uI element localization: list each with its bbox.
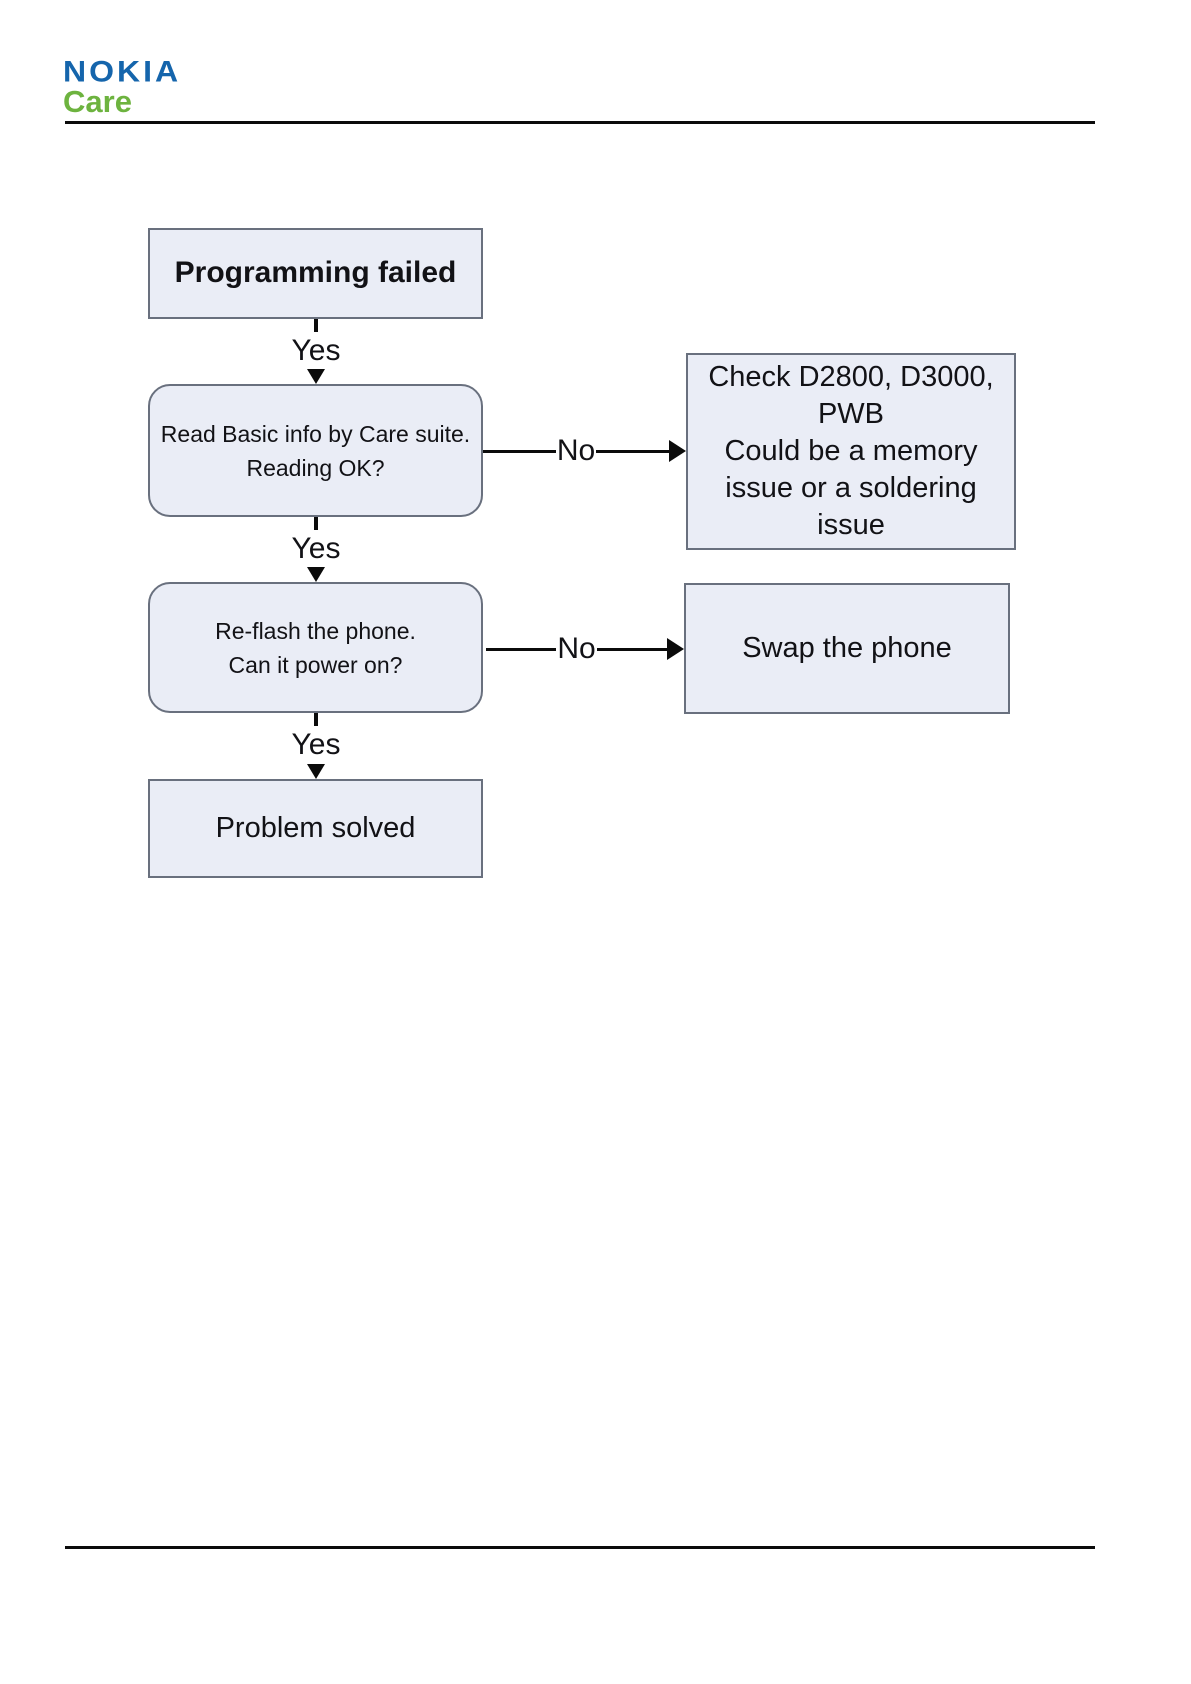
node-programming-failed: Programming failed xyxy=(148,228,483,319)
node-line: Could be a memory xyxy=(724,435,978,467)
connector-line xyxy=(314,319,318,332)
connector-line xyxy=(483,449,556,453)
arrow-right-icon xyxy=(667,638,685,660)
connector-line xyxy=(314,713,318,726)
nokia-logo: NOKIA xyxy=(63,55,182,89)
header-rule xyxy=(65,121,1095,124)
node-problem-solved: Problem solved xyxy=(148,779,483,878)
no-label: No xyxy=(557,632,596,665)
arrow-down-icon xyxy=(307,567,325,582)
node-read-basic-info: Read Basic info by Care suite. Reading O… xyxy=(148,384,483,517)
connector-no-1: No xyxy=(483,436,687,466)
connector-no-2: No xyxy=(486,634,685,664)
yes-label: Yes xyxy=(291,531,341,565)
connector-yes-3: Yes xyxy=(256,713,376,779)
node-line: Re-flash the phone. xyxy=(215,617,416,644)
node-line: Check D2800, D3000, xyxy=(708,361,994,393)
footer-rule xyxy=(65,1546,1095,1549)
connector-yes-2: Yes xyxy=(256,517,376,582)
arrow-down-icon xyxy=(307,764,325,779)
node-label: Swap the phone xyxy=(742,632,952,664)
node-line: Reading OK? xyxy=(246,454,385,481)
node-line: issue xyxy=(817,509,885,541)
yes-label: Yes xyxy=(291,333,341,367)
arrow-right-icon xyxy=(669,440,687,462)
node-reflash-phone: Re-flash the phone. Can it power on? xyxy=(148,582,483,713)
arrow-down-icon xyxy=(307,369,325,384)
node-line: Can it power on? xyxy=(228,651,403,678)
node-label: Programming failed xyxy=(174,256,457,290)
node-line: Read Basic info by Care suite. xyxy=(160,420,471,447)
connector-line xyxy=(596,647,668,651)
connector-line xyxy=(486,647,557,651)
node-label: Problem solved xyxy=(215,812,416,844)
yes-label: Yes xyxy=(291,728,341,761)
node-line: PWB xyxy=(817,398,885,430)
node-check-memory-issue: Check D2800, D3000, PWB Could be a memor… xyxy=(686,353,1016,550)
node-line: issue or a soldering xyxy=(725,472,977,504)
connector-yes-1: Yes xyxy=(256,319,376,384)
node-swap-phone: Swap the phone xyxy=(684,583,1010,714)
connector-line xyxy=(596,449,670,453)
connector-line xyxy=(314,517,318,530)
care-logo: Care xyxy=(63,84,132,119)
no-label: No xyxy=(556,434,596,467)
